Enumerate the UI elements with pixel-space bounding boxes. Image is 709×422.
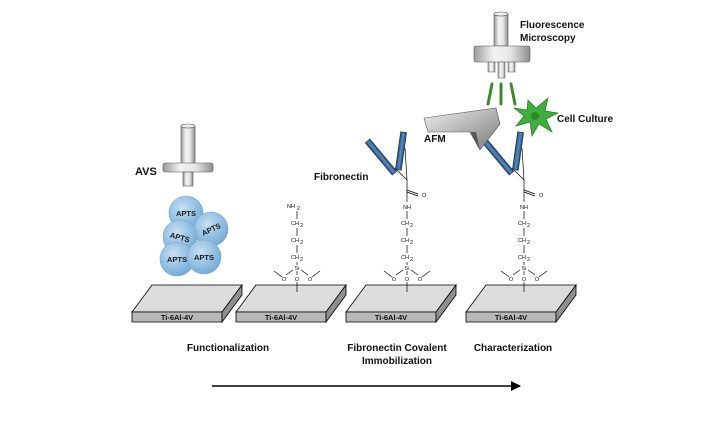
svg-text:CH: CH [401,255,409,261]
svg-text:O: O [295,277,300,283]
svg-text:2: 2 [410,223,413,229]
svg-text:NH: NH [287,204,295,210]
svg-text:Si: Si [405,266,410,272]
svg-text:O: O [405,277,410,283]
svg-text:2: 2 [410,257,413,263]
svg-text:O: O [535,277,540,283]
svg-text:2: 2 [410,240,413,246]
substrate-plate-1: Ti-6Al-4V [131,283,243,324]
fibronectin-rod-icon [364,131,407,176]
light-beam-icon [486,82,517,106]
svg-text:2: 2 [527,257,530,263]
step-immobilization-line2: Immobilization [362,356,432,367]
svg-text:CH: CH [518,255,526,261]
afm-label: AFM [424,134,446,145]
substrate-plate-4: Ti-6Al-4V [465,283,577,324]
fibronectin-label: Fibronectin [314,172,368,183]
svg-text:2: 2 [297,206,300,212]
step-functionalization: Functionalization [187,343,269,354]
substrate-label: Ti-6Al-4V [375,313,407,322]
apts-molecule-1: NH 2 CH 2 CH 2 CH 2 Si O O O [273,204,321,292]
svg-text:NH: NH [403,205,411,211]
svg-text:CH: CH [518,221,526,227]
svg-text:O: O [282,277,287,283]
svg-text:O: O [522,277,527,283]
avs-device-icon [162,123,214,187]
microscope-icon [473,11,531,79]
svg-text:O: O [392,277,397,283]
fluorescence-label-line2: Microscopy [520,33,576,44]
apts-cluster: APTS APTS APTS APTS APTS [159,195,229,277]
svg-text:2: 2 [300,223,303,229]
svg-text:O: O [308,277,313,283]
afm-tip-icon [423,107,501,151]
cell-culture-label: Cell Culture [557,114,614,125]
substrate-plate-2: Ti-6Al-4V [235,283,347,324]
svg-text:CH: CH [401,238,409,244]
svg-text:2: 2 [300,240,303,246]
fibronectin-molecule-1: O NH CH 2 CH 2 CH 2 Si O O O [364,131,431,292]
svg-text:2: 2 [300,257,303,263]
apts-sphere: APTS [193,211,229,247]
svg-text:APTS: APTS [167,255,187,264]
svg-text:CH: CH [291,255,299,261]
step-immobilization-line1: Fibronectin Covalent [347,343,447,354]
fluorescence-label-line1: Fluorescence [520,20,585,31]
step-characterization: Characterization [474,343,552,354]
svg-text:O: O [509,277,514,283]
apts-sphere: APTS [186,239,222,275]
svg-text:2: 2 [527,240,530,246]
substrate-label: Ti-6Al-4V [495,313,527,322]
svg-text:CH: CH [291,238,299,244]
svg-text:APTS: APTS [194,253,214,262]
svg-text:CH: CH [291,221,299,227]
substrate-label: Ti-6Al-4V [161,313,193,322]
svg-text:2: 2 [527,223,530,229]
svg-text:O: O [418,277,423,283]
svg-text:O: O [539,193,544,199]
svg-text:NH: NH [520,205,528,211]
avs-label: AVS [135,166,157,178]
cell-icon [512,97,560,138]
svg-text:Si: Si [522,266,527,272]
substrate-plate-3: Ti-6Al-4V [345,283,457,324]
svg-text:Si: Si [295,266,300,272]
fibronectin-molecule-2: O NH CH 2 CH 2 CH 2 Si O O O [481,131,548,292]
svg-text:O: O [422,193,427,199]
apts-sphere: APTS [159,241,195,277]
svg-text:CH: CH [518,238,526,244]
substrate-label: Ti-6Al-4V [265,313,297,322]
svg-text:CH: CH [401,221,409,227]
svg-text:APTS: APTS [176,209,196,218]
